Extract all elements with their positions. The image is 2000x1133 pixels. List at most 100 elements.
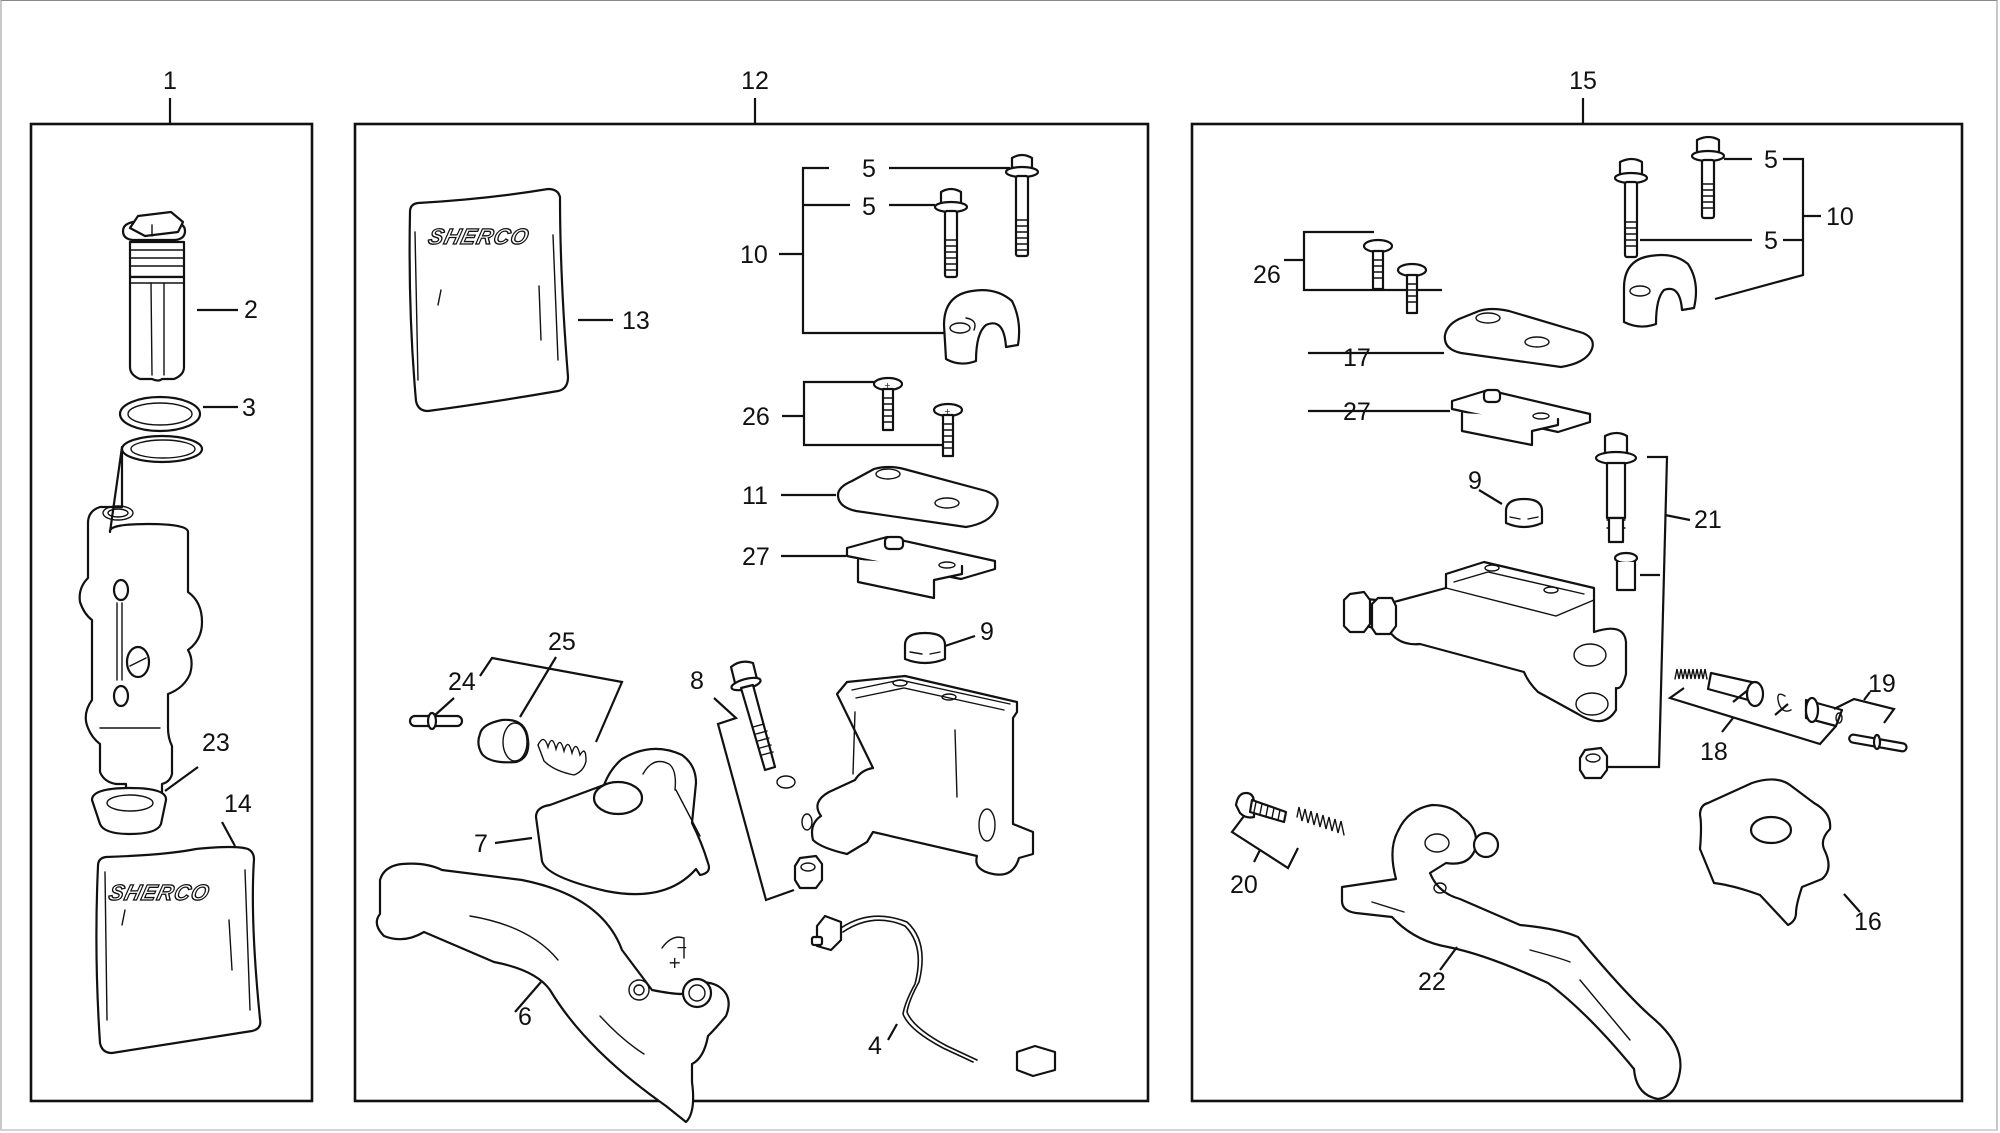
- callout-9-leader: [944, 634, 976, 648]
- part-26-screw[interactable]: +: [932, 402, 964, 458]
- callout-4-leader: [887, 1023, 898, 1041]
- assembly-15: 15 5 5 10 26: [1190, 67, 1964, 1103]
- master-cylinder-body[interactable]: [78, 434, 204, 813]
- group-19-bracket: [1833, 697, 1896, 724]
- callout-11[interactable]: 11: [742, 482, 768, 510]
- part-7-lever-cover[interactable]: [534, 747, 711, 896]
- callout-12[interactable]: 12: [741, 67, 769, 95]
- callout-16[interactable]: 16: [1854, 908, 1882, 936]
- part-23-boot[interactable]: [90, 786, 168, 836]
- part-26-screw[interactable]: [1396, 262, 1428, 315]
- callout-14[interactable]: 14: [224, 790, 252, 818]
- assembly-1-box: [29, 122, 314, 1103]
- part-5-bolt[interactable]: [1613, 157, 1649, 259]
- master-cylinder-body-15[interactable]: [1342, 560, 1628, 723]
- part-20-screw[interactable]: [1234, 791, 1288, 824]
- part-8-nut[interactable]: [793, 854, 824, 890]
- callout-16-leader: [1843, 893, 1861, 913]
- callout-23-leader: [164, 766, 199, 792]
- callout-26[interactable]: 26: [742, 403, 770, 431]
- group-20-bracket: [1230, 815, 1299, 870]
- callout-10[interactable]: 10: [740, 241, 768, 269]
- part-14-pouch[interactable]: SHERCO: [95, 845, 262, 1055]
- callout-22[interactable]: 22: [1418, 968, 1446, 996]
- callout-3[interactable]: 3: [242, 394, 256, 422]
- callout-5a-r[interactable]: 5: [1764, 146, 1778, 174]
- group-26-bracket: [802, 380, 944, 447]
- callout-5b-r[interactable]: 5: [1764, 227, 1778, 255]
- part-27-diaphragm[interactable]: [1450, 388, 1592, 447]
- assembly-15-box: [1190, 122, 1964, 1103]
- part-25-boot[interactable]: [477, 718, 530, 764]
- assembly-1: 1 2 3: [29, 67, 314, 1103]
- callout-8[interactable]: 8: [690, 667, 704, 695]
- group-18-branch: [1732, 689, 1749, 703]
- part-6-lever[interactable]: + −: [375, 862, 730, 1124]
- part-27-diaphragm[interactable]: [845, 535, 997, 600]
- part-9-plug[interactable]: [1504, 497, 1544, 529]
- callout-19-leader: [1863, 691, 1871, 701]
- callout-23[interactable]: 23: [202, 729, 230, 757]
- callout-10-r[interactable]: 10: [1826, 203, 1854, 231]
- master-cylinder-body-12[interactable]: [776, 674, 1035, 876]
- callout-18[interactable]: 18: [1700, 738, 1728, 766]
- part-24-pin[interactable]: [408, 711, 464, 731]
- part-5-bolt[interactable]: [1004, 153, 1040, 258]
- callout-9[interactable]: 9: [980, 618, 994, 646]
- part-3-o-ring[interactable]: [118, 395, 202, 433]
- part-26-screw[interactable]: [1362, 238, 1394, 291]
- part-19-pushrod[interactable]: [1848, 733, 1908, 753]
- group-24-bracket: [479, 656, 624, 743]
- part-10-clamp[interactable]: [1622, 253, 1698, 328]
- group-21-bracket: [1607, 455, 1669, 769]
- callout-6-leader: [514, 981, 542, 1013]
- sherco-logo-14: SHERCO: [106, 880, 212, 905]
- part-17-reservoir-cover[interactable]: [1443, 307, 1594, 369]
- callout-20-leader: [1253, 849, 1261, 863]
- callout-25[interactable]: 25: [548, 628, 576, 656]
- part-26-screw[interactable]: +: [872, 376, 904, 432]
- callout-5b[interactable]: 5: [862, 193, 876, 221]
- callout-27[interactable]: 27: [742, 543, 770, 571]
- callout-27-r[interactable]: 27: [1343, 398, 1371, 426]
- callout-21[interactable]: 21: [1694, 506, 1722, 534]
- part-18-cap[interactable]: [1804, 696, 1844, 728]
- part-21-bolt[interactable]: [1594, 431, 1638, 544]
- callout-24-leader: [433, 697, 455, 717]
- part-20-spring[interactable]: [1296, 806, 1345, 836]
- part-10-clamp[interactable]: [942, 289, 1021, 365]
- part-11-reservoir-cover[interactable]: [836, 465, 999, 529]
- callout-6[interactable]: 6: [518, 1003, 532, 1031]
- callout-5a[interactable]: 5: [862, 155, 876, 183]
- part-8-bolt[interactable]: [729, 660, 777, 772]
- callout-7[interactable]: 7: [474, 830, 488, 858]
- part-21-nut[interactable]: [1578, 746, 1609, 780]
- callout-20[interactable]: 20: [1230, 871, 1258, 899]
- part-25-spring[interactable]: [537, 738, 587, 776]
- part-4-brake-switch[interactable]: [810, 914, 1057, 1078]
- callout-17[interactable]: 17: [1343, 344, 1371, 372]
- callout-9-r[interactable]: 9: [1468, 467, 1482, 495]
- group-10-bracket-r: [1714, 157, 1805, 301]
- lever-plus-mark: +: [668, 953, 681, 972]
- callout-15[interactable]: 15: [1569, 67, 1597, 95]
- callout-18-leader: [1721, 717, 1734, 733]
- part-2-reservoir-plug[interactable]: [121, 210, 187, 382]
- callout-2[interactable]: 2: [244, 296, 258, 324]
- part-9-plug[interactable]: [903, 631, 947, 665]
- part-16-lever-cover[interactable]: [1698, 778, 1832, 927]
- callout-7-leader: [494, 836, 533, 845]
- callout-26-r[interactable]: 26: [1253, 261, 1281, 289]
- part-5-bolt[interactable]: [933, 187, 969, 279]
- part-22-lever[interactable]: [1340, 803, 1682, 1101]
- callout-1[interactable]: 1: [163, 67, 177, 95]
- callout-4[interactable]: 4: [868, 1032, 882, 1060]
- callout-13[interactable]: 13: [622, 307, 650, 335]
- callout-24[interactable]: 24: [448, 668, 476, 696]
- callout-19[interactable]: 19: [1868, 670, 1896, 698]
- part-5-bolt[interactable]: [1690, 135, 1726, 220]
- group-10-bracket: [801, 166, 945, 335]
- part-13-pouch[interactable]: SHERCO: [408, 187, 570, 413]
- part-21-bushing[interactable]: [1613, 551, 1639, 592]
